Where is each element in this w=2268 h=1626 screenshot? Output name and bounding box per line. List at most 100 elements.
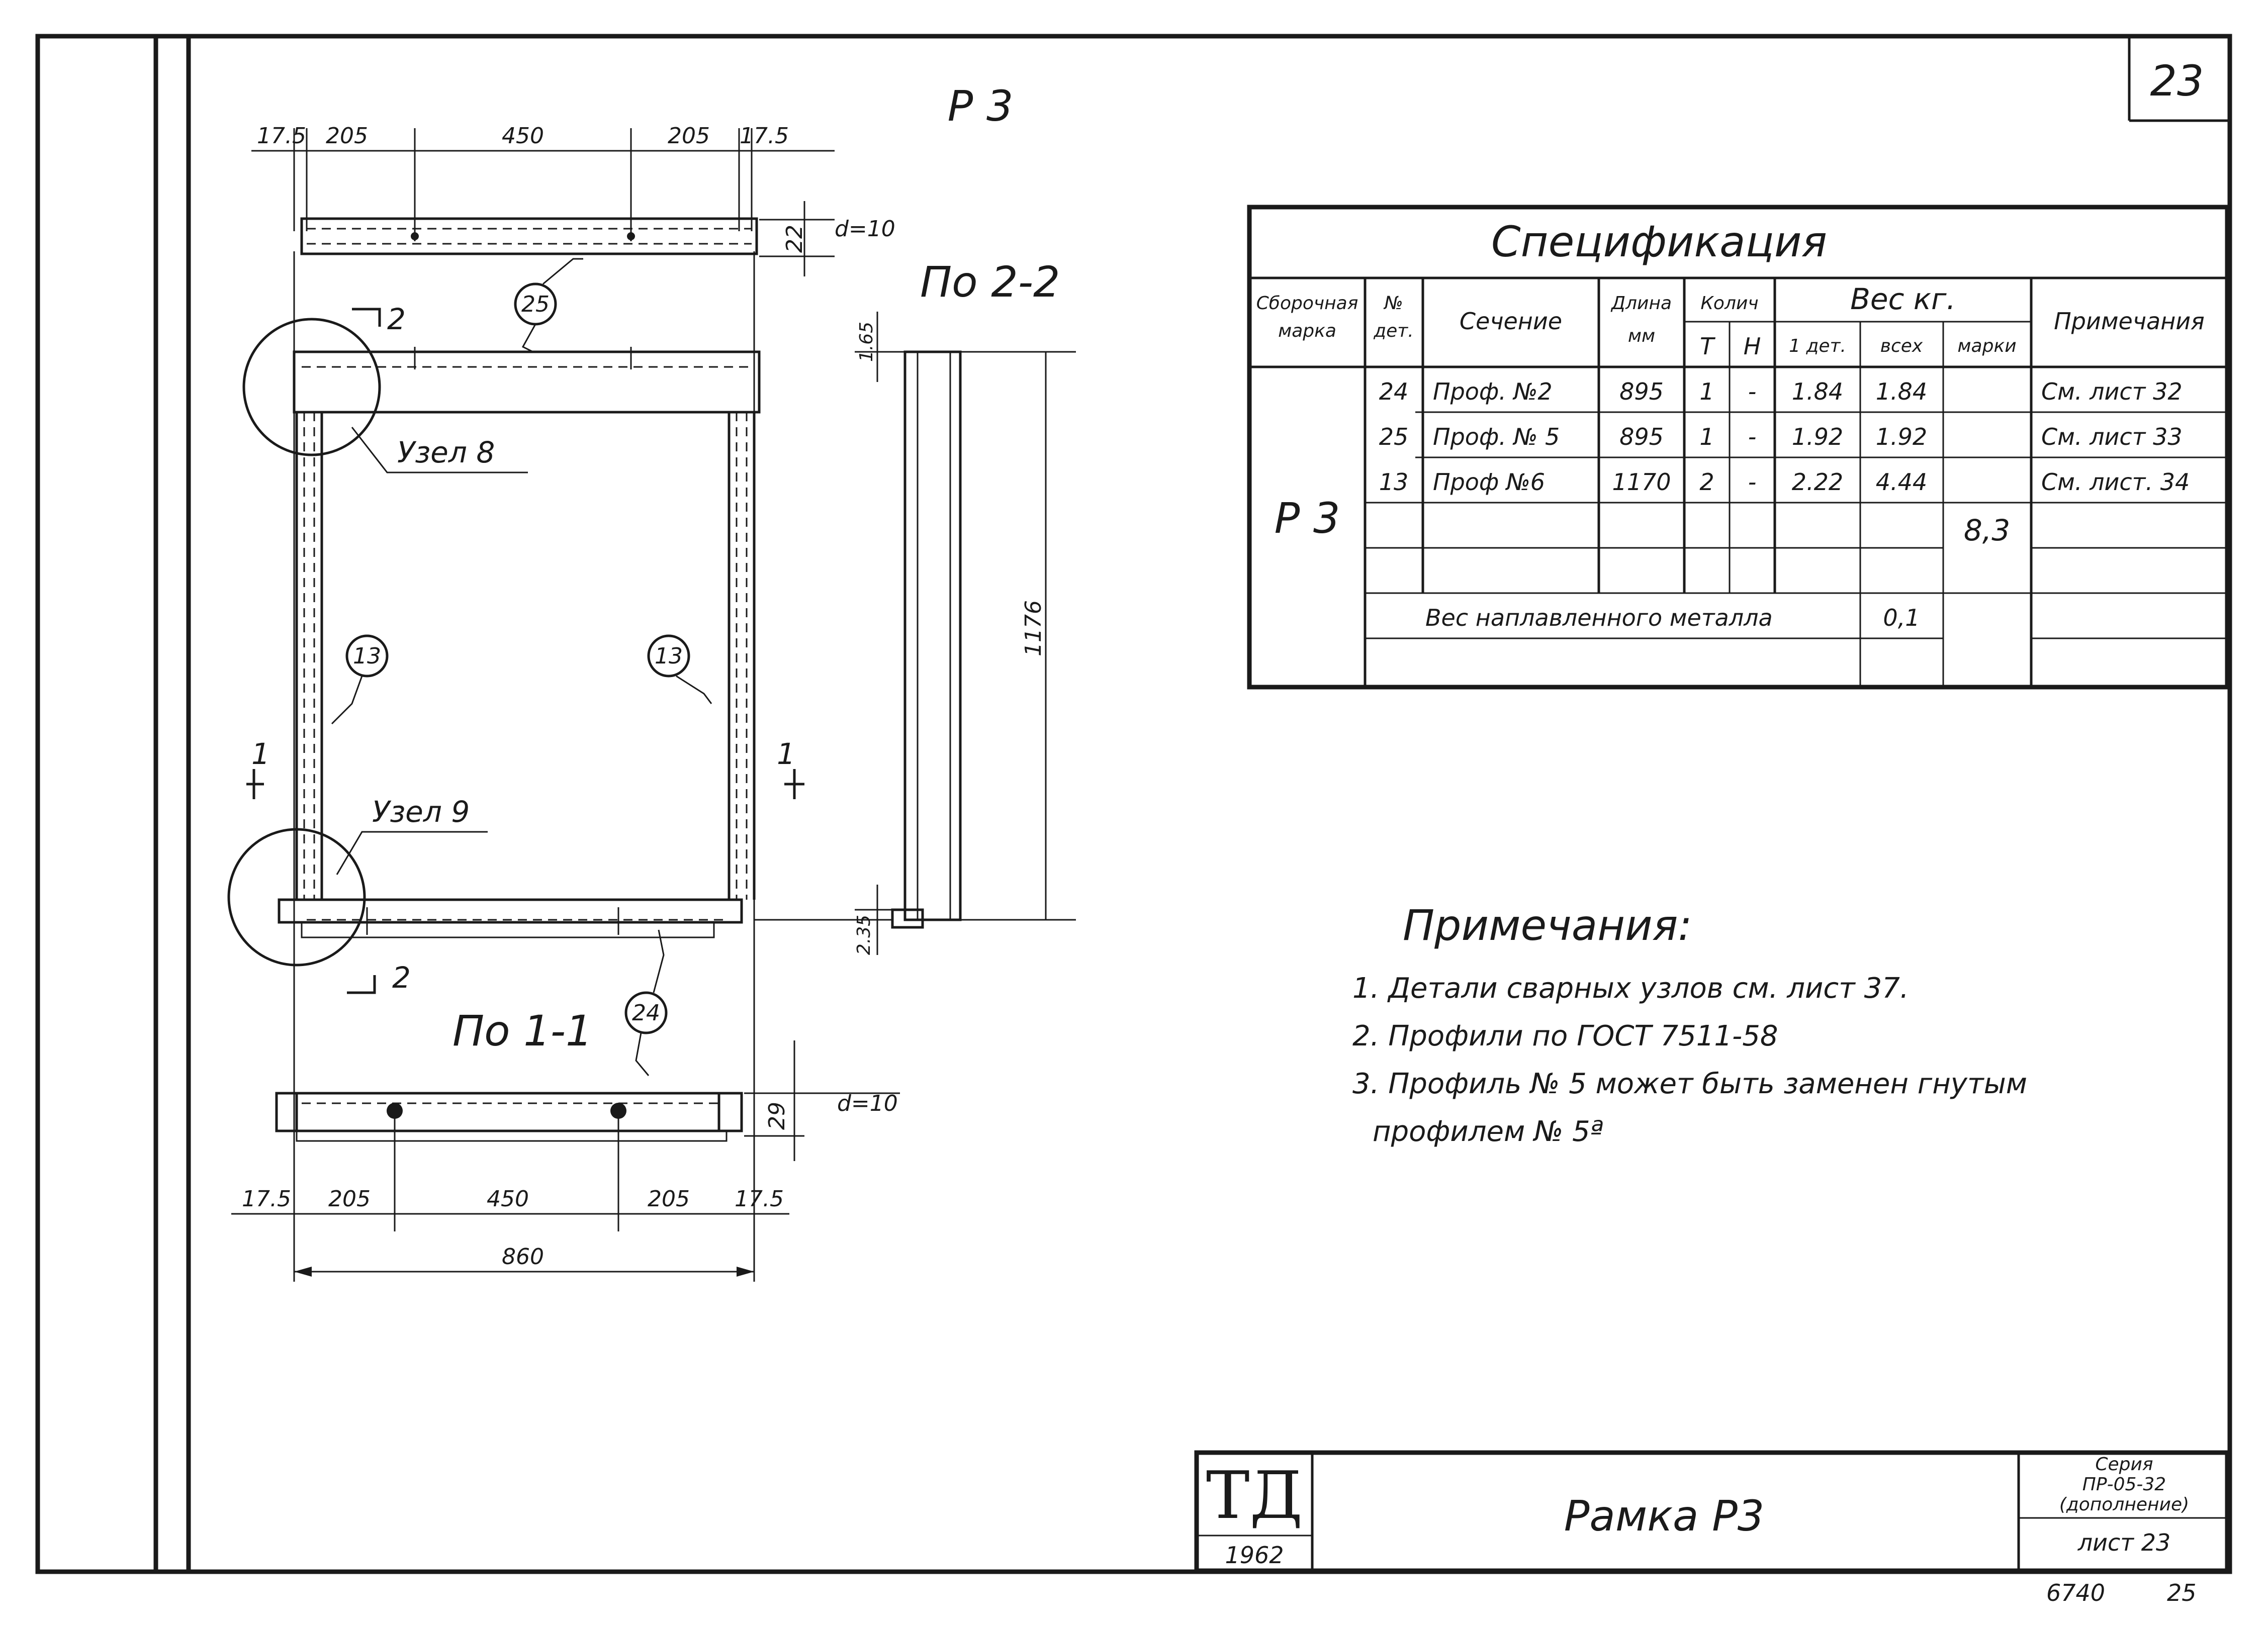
node-9-label: Узел 9 [336, 795, 488, 875]
section-cut-2: 2 2 [347, 302, 411, 995]
svg-text:1.92: 1.92 [1876, 423, 1927, 450]
section-cut-1: 1 1 [246, 737, 804, 799]
spec-h-qty: Колич [1700, 293, 1758, 314]
frame-front-view [227, 251, 761, 1282]
spec-h-assembly-1: Сборочная [1256, 293, 1358, 314]
callout-25: 25 [514, 258, 583, 353]
svg-text:1.92: 1.92 [1792, 423, 1843, 450]
svg-text:2: 2 [387, 302, 406, 336]
svg-text:-: - [1748, 468, 1757, 496]
svg-text:-: - [1748, 423, 1757, 450]
spec-assembly: Р 3 [1275, 494, 1340, 543]
bottom-dim-4: 205 [648, 1186, 690, 1212]
spec-h-t: Т [1700, 333, 1716, 360]
spec-row: 24 Проф. №2 895 1 - 1.84 1.84 См. лист 3… [1379, 378, 2183, 405]
sheet-number: 23 [2150, 56, 2204, 106]
note-item: 2. Профили по ГОСТ 7511-58 [1352, 1020, 1778, 1053]
spec-h-wmark: марки [1957, 336, 2016, 356]
svg-text:Узел 9: Узел 9 [372, 795, 470, 829]
svg-text:24: 24 [632, 1000, 660, 1026]
spec-title: Спецификация [1491, 217, 1827, 266]
top-dim-22: 22 [782, 225, 807, 253]
spec-h-assembly-2: марка [1278, 321, 1336, 341]
bottom-plan-view: d=10 29 17.5 205 450 205 17.5 860 [231, 1040, 900, 1277]
stamp-title: Рамка Р3 [1564, 1491, 1765, 1541]
spec-row: 25 Проф. № 5 895 1 - 1.92 1.92 См. лист … [1379, 423, 2183, 450]
svg-text:13: 13 [655, 643, 683, 669]
svg-text:4.44: 4.44 [1876, 468, 1927, 496]
stamp-series-3: (дополнение) [2059, 1494, 2189, 1515]
stamp-series-1: Серия [2095, 1454, 2153, 1475]
svg-text:1: 1 [251, 737, 270, 771]
height-dim: 1176 [1021, 600, 1046, 656]
top-dim-1: 17.5 [257, 123, 306, 149]
svg-text:Узел 8: Узел 8 [397, 435, 495, 469]
spec-h-detail-1: № [1383, 293, 1403, 314]
svg-text:См. лист 33: См. лист 33 [2041, 423, 2183, 450]
bottom-dim-1: 17.5 [242, 1186, 291, 1212]
spec-h-section: Сечение [1460, 308, 1562, 335]
svg-text:1.84: 1.84 [1876, 378, 1927, 405]
stamp-logo: ТД [1206, 1457, 1303, 1534]
svg-text:См. лист. 34: См. лист. 34 [2041, 468, 2190, 496]
stamp-sheet-label: лист 23 [2077, 1529, 2171, 1556]
stamp-year: 1962 [1225, 1542, 1284, 1569]
note-item: профилем № 5ª [1373, 1115, 1603, 1148]
svg-text:-: - [1748, 378, 1757, 405]
callout-24: 24 [624, 929, 668, 1076]
stamp-footer-left: 6740 [2046, 1579, 2105, 1606]
top-plan-view: 17.5 205 450 205 17.5 d=10 22 [251, 123, 895, 276]
bottom-dim-d: d=10 [837, 1091, 898, 1116]
section-11-label: По 1-1 [452, 1006, 592, 1056]
svg-text:24: 24 [1379, 378, 1409, 405]
svg-text:1170: 1170 [1612, 468, 1671, 496]
svg-text:Проф. №2: Проф. №2 [1433, 378, 1553, 405]
bottom-dim-2: 205 [328, 1186, 371, 1212]
svg-text:25: 25 [521, 292, 550, 317]
spec-row: 13 Проф №6 1170 2 - 2.22 4.44 См. лист. … [1379, 468, 2190, 496]
spec-h-length-2: мм [1628, 326, 1655, 346]
title-stamp: ТД 1962 Рамка Р3 Серия ПР-05-32 (дополне… [1194, 1450, 2230, 1606]
node-8-label: Узел 8 [351, 427, 528, 473]
sheet-frame [35, 34, 2232, 1574]
spec-h-n: Н [1744, 333, 1761, 360]
spec-h-length-1: Длина [1610, 293, 1672, 314]
svg-text:2.22: 2.22 [1792, 468, 1843, 496]
svg-text:Проф №6: Проф №6 [1433, 468, 1545, 496]
spec-table: Спецификация Сборочная марка № дет. Сече… [1247, 205, 2230, 690]
spec-h-weight: Вес кг. [1850, 282, 1956, 316]
stamp-footer-right: 25 [2167, 1579, 2197, 1606]
bottom-dim-29: 29 [764, 1102, 790, 1130]
section-22-label: По 2-2 [920, 257, 1060, 307]
main-title: Р 3 [948, 81, 1014, 131]
notes-block: Примечания: 1. Детали сварных узлов см. … [1352, 901, 2027, 1148]
top-dim-2: 205 [326, 123, 368, 149]
callout-13-left: 13 [331, 634, 389, 725]
spec-weld-label: Вес наплавленного металла [1425, 604, 1773, 631]
top-dim-5: 17.5 [740, 123, 789, 149]
stamp-series-2: ПР-05-32 [2082, 1474, 2166, 1495]
svg-text:25: 25 [1379, 423, 1409, 450]
svg-text:См. лист 32: См. лист 32 [2041, 378, 2183, 405]
dim-165: 1.65 [856, 322, 877, 362]
spec-h-detail-2: дет. [1373, 321, 1413, 341]
spec-mark-weight: 8,3 [1964, 513, 2010, 547]
overall-width: 860 [502, 1244, 544, 1270]
dim-235: 2.35 [854, 915, 874, 955]
top-dim-3: 450 [502, 123, 544, 149]
svg-text:1: 1 [777, 737, 795, 771]
svg-text:1: 1 [1699, 378, 1714, 405]
spec-weld-value: 0,1 [1883, 604, 1920, 631]
spec-h-w1: 1 дет. [1789, 336, 1846, 356]
svg-text:13: 13 [353, 643, 381, 669]
top-dim-4: 205 [668, 123, 710, 149]
svg-text:895: 895 [1619, 423, 1664, 450]
svg-text:895: 895 [1619, 378, 1664, 405]
note-item: 3. Профиль № 5 может быть заменен гнутым [1352, 1068, 2027, 1100]
callout-13-right: 13 [647, 634, 712, 704]
svg-text:Проф. № 5: Проф. № 5 [1433, 423, 1560, 450]
notes-heading: Примечания: [1403, 901, 1692, 950]
top-dim-d: d=10 [835, 216, 895, 242]
svg-text:13: 13 [1379, 468, 1409, 496]
spec-h-wall: всех [1880, 336, 1923, 356]
